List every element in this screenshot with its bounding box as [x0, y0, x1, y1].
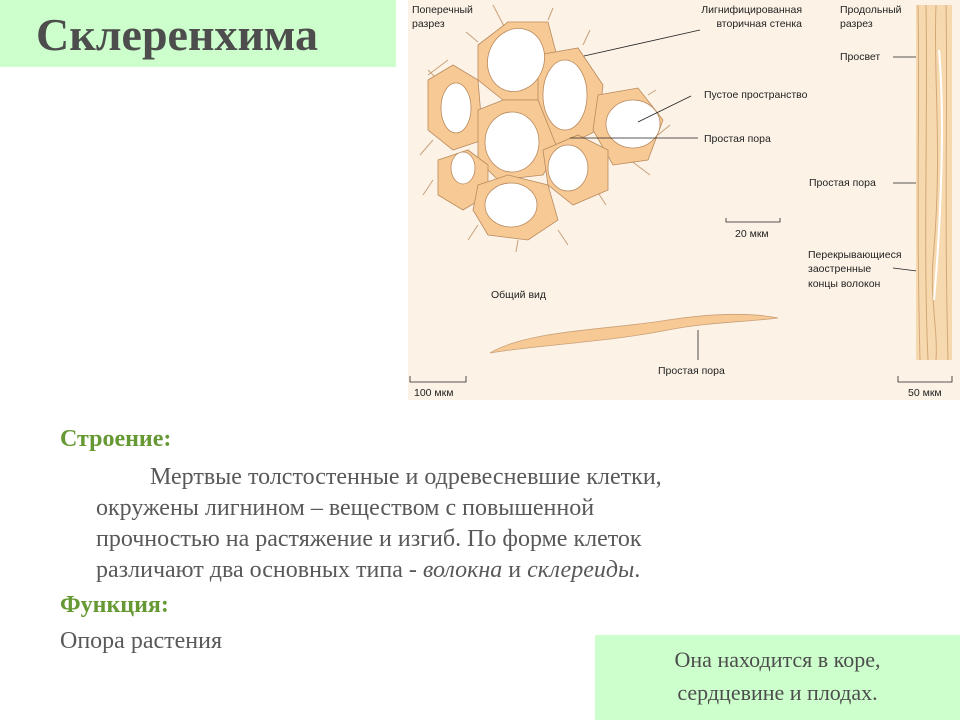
- label-overlapping-3: концы волокон: [808, 278, 881, 290]
- structure-line-4: различают два основных типа - волокна и …: [96, 555, 856, 586]
- function-heading: Функция:: [60, 592, 169, 618]
- structure-heading: Строение:: [60, 426, 172, 452]
- location-note: Она находится в коре, сердцевине и плода…: [595, 635, 960, 720]
- label-simple-pore-bottom: Простая пора: [658, 365, 725, 377]
- cell-cluster: [419, 4, 671, 253]
- label-simple-pore-long: Простая пора: [809, 177, 876, 189]
- note-line-2: сердцевине и плодах.: [677, 680, 878, 705]
- structure-line-3: прочностью на растяжение и изгиб. По фор…: [96, 526, 642, 552]
- label-empty-space: Пустое пространство: [704, 89, 808, 101]
- and-text: и: [502, 557, 528, 583]
- label-scale-20: 20 мкм: [735, 228, 769, 240]
- label-cross-section: Поперечный: [412, 4, 473, 16]
- structure-line-1: Мертвые толстостенные и одревесневшие кл…: [150, 464, 662, 490]
- label-general-view: Общий вид: [491, 289, 546, 301]
- label-lignified-wall-2: вторичная стенка: [716, 18, 802, 30]
- label-longitudinal-2: разрез: [840, 18, 873, 30]
- label-scale-50: 50 мкм: [908, 387, 942, 399]
- longitudinal-fibers: [916, 4, 952, 361]
- label-simple-pore: Простая пора: [704, 133, 771, 145]
- slide-title: Склеренхима: [36, 9, 318, 60]
- note-line-1: Она находится в коре,: [674, 647, 881, 672]
- structure-prefix: различают два основных типа -: [96, 557, 423, 583]
- function-text: Опора растения: [60, 628, 222, 654]
- label-lumen: Просвет: [840, 51, 880, 63]
- sclerenchyma-illustration: Поперечный разрез Лигнифицированная втор…: [408, 0, 960, 400]
- structure-line-2: окружены лигнином – веществом с повышенн…: [96, 495, 595, 521]
- label-cross-section-2: разрез: [412, 18, 445, 30]
- label-overlapping: Перекрывающиеся: [808, 249, 902, 261]
- type-sclereids: склереиды: [527, 557, 635, 583]
- label-scale-100: 100 мкм: [414, 387, 453, 399]
- fiber-general-view: [489, 314, 779, 354]
- title-banner: Склеренхима: [0, 0, 396, 67]
- period: .: [634, 557, 641, 583]
- label-overlapping-2: заостренные: [808, 263, 871, 275]
- label-lignified-wall: Лигнифицированная: [701, 4, 802, 16]
- label-longitudinal: Продольный: [840, 4, 902, 16]
- type-fibers: волокна: [422, 557, 503, 583]
